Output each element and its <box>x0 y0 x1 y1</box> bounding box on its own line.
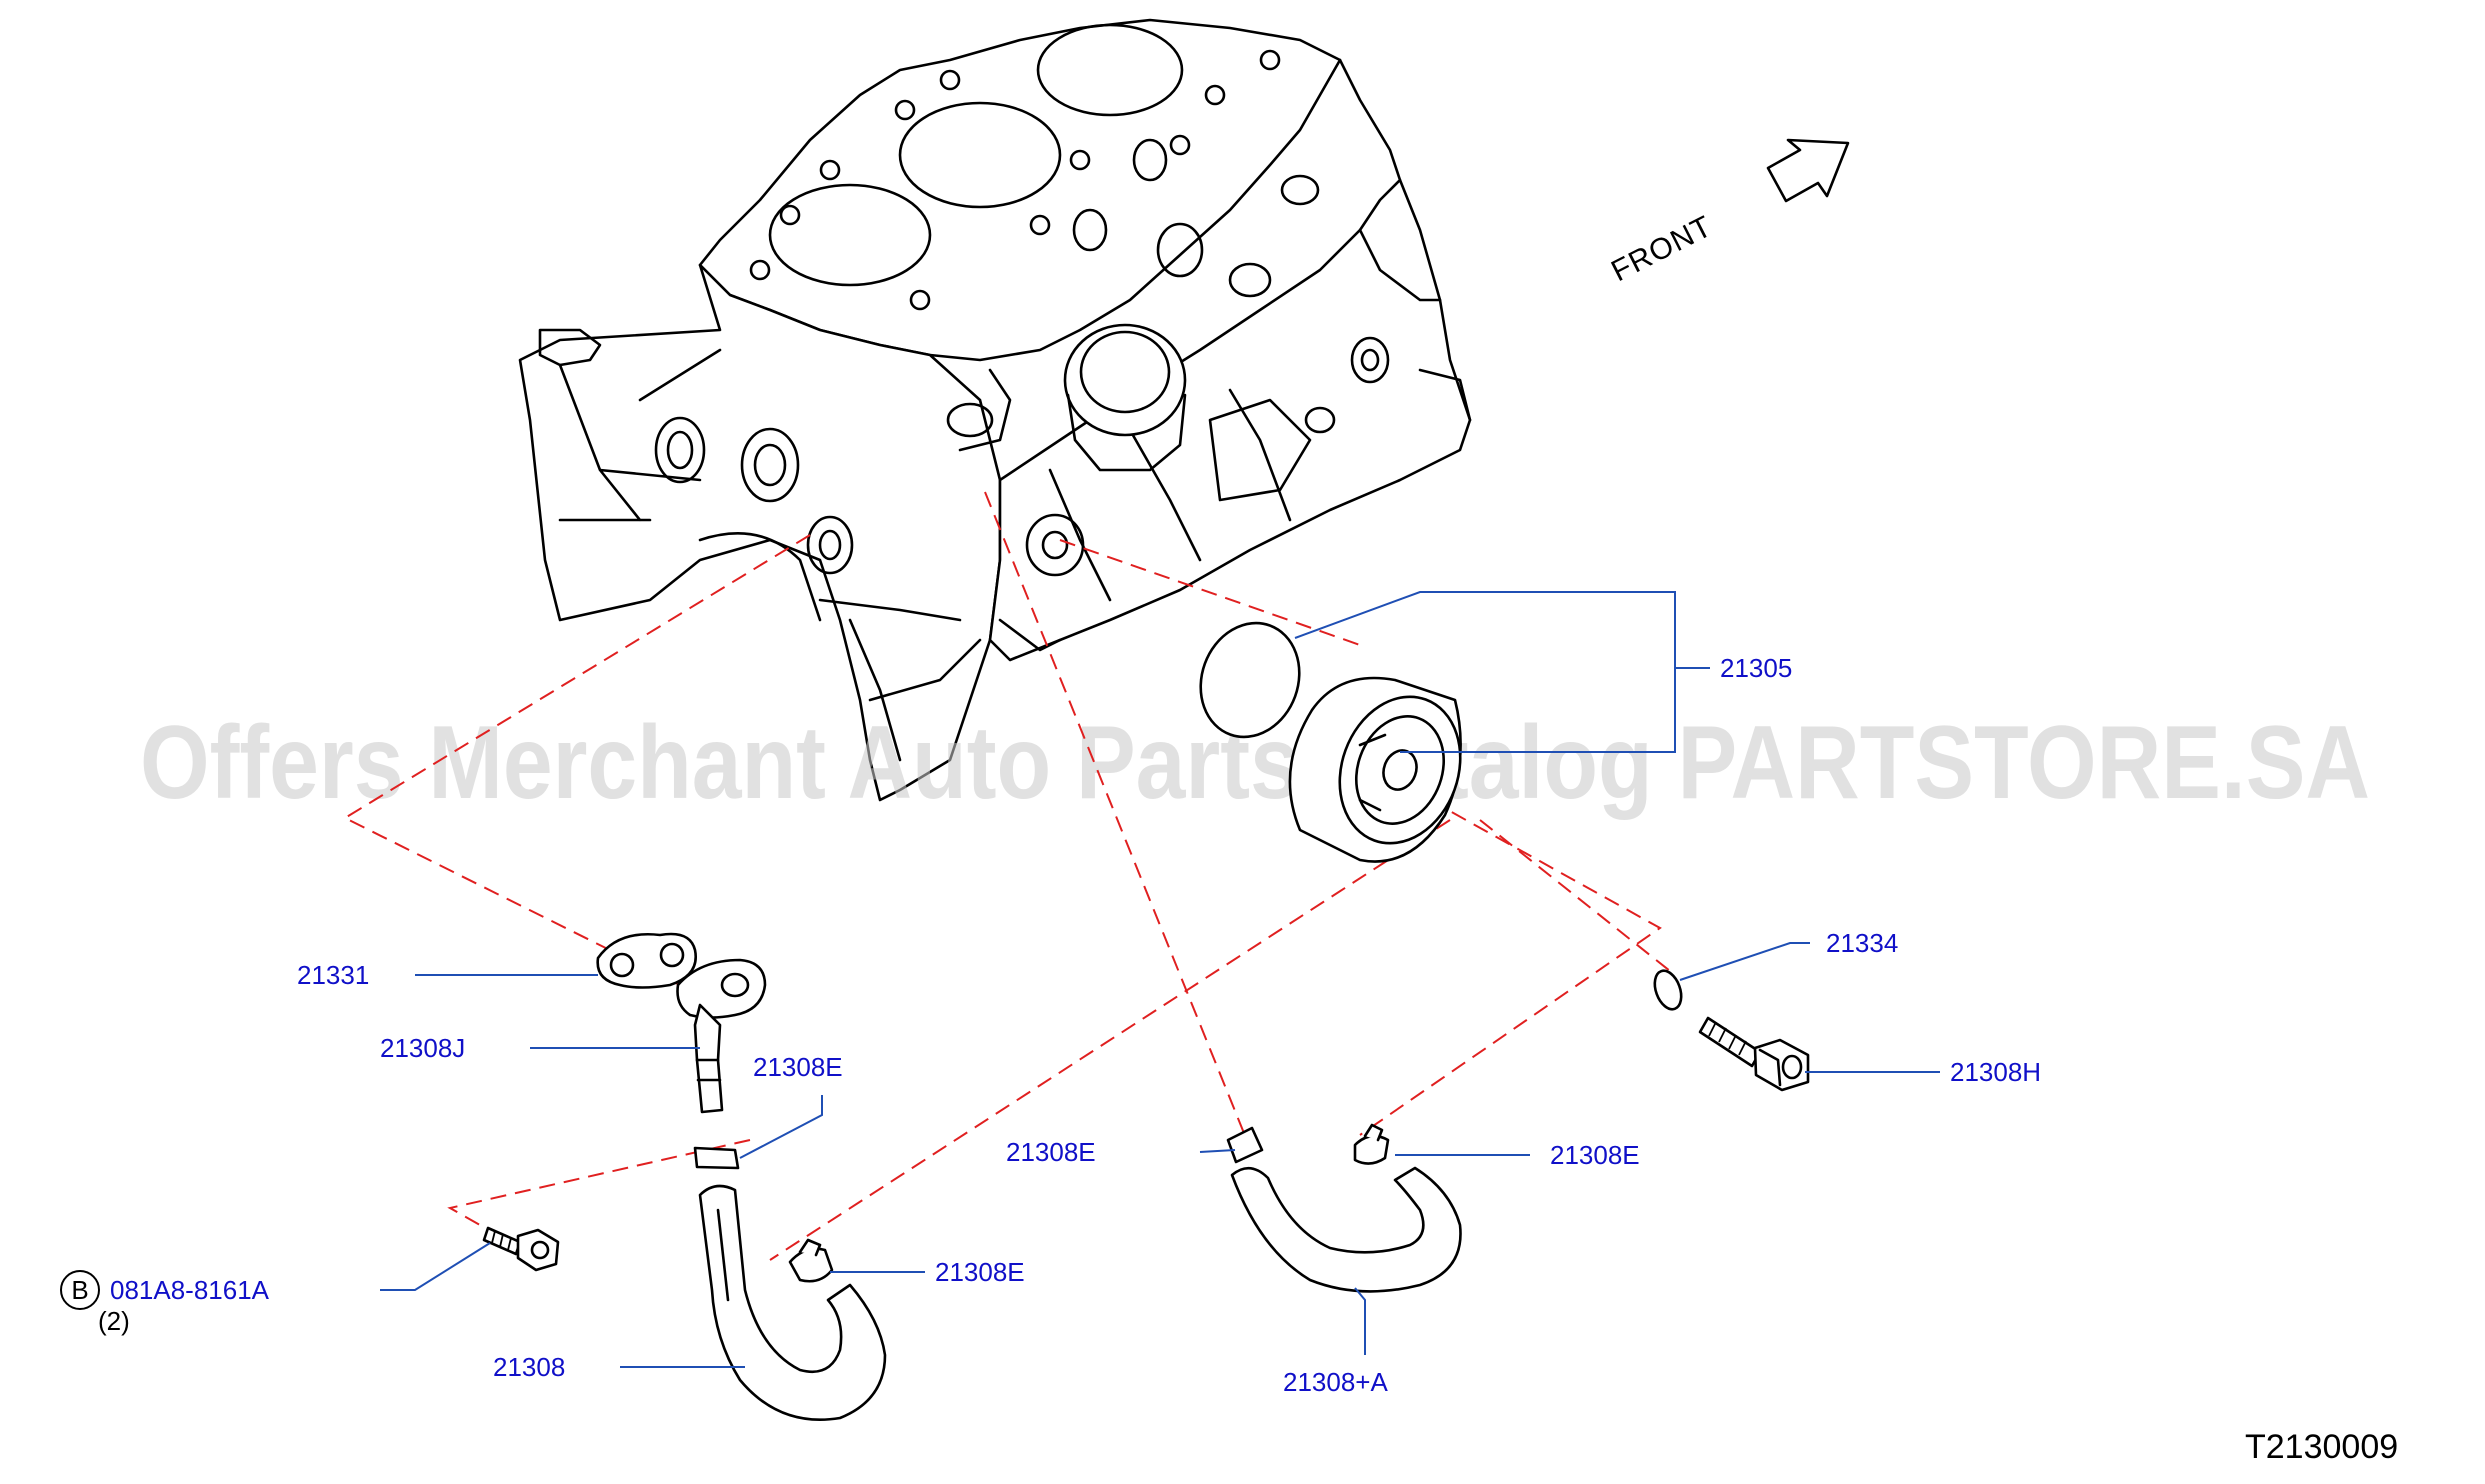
hose-clamp-right <box>1353 1123 1390 1165</box>
callout-081A8-8161A[interactable]: 081A8-8161A <box>110 1275 270 1305</box>
callout-21308E-mid[interactable]: 21308E <box>1006 1137 1096 1167</box>
engine-block <box>518 18 1472 802</box>
callout-21308E-upper[interactable]: 21308E <box>753 1052 843 1082</box>
front-direction-arrow-icon <box>1766 138 1850 203</box>
callout-21308E-lower[interactable]: 21308E <box>935 1257 1025 1287</box>
callout-21308J[interactable]: 21308J <box>380 1033 465 1063</box>
bolt-quantity: (2) <box>98 1306 130 1336</box>
hose-clamp-lower <box>788 1238 834 1283</box>
callout-21308H[interactable]: 21308H <box>1950 1057 2041 1087</box>
callout-21308E-right[interactable]: 21308E <box>1550 1140 1640 1170</box>
bolt-callout[interactable]: B 081A8-8161A (2) <box>60 1270 270 1336</box>
hose-clamp-upper <box>693 1146 740 1170</box>
callout-21308A[interactable]: 21308+A <box>1283 1367 1388 1397</box>
gasket-21331 <box>596 932 697 989</box>
leader-lines <box>380 591 1940 1368</box>
callout-21331[interactable]: 21331 <box>297 960 369 990</box>
bolt-21308H <box>1698 1016 1810 1092</box>
water-hose-21308A <box>1230 1166 1462 1293</box>
hose-clamp-mid <box>1226 1126 1264 1164</box>
oil-cooler <box>1288 676 1462 863</box>
water-pipe-21308J <box>676 958 767 1114</box>
callout-21334[interactable]: 21334 <box>1826 928 1898 958</box>
callout-21308[interactable]: 21308 <box>493 1352 565 1382</box>
diagram-code: T2130009 <box>2245 1428 2398 1466</box>
bolt-081A8-8161A <box>482 1226 560 1272</box>
oil-cooler-o-ring <box>1199 621 1301 739</box>
dashed-guide-lines <box>342 491 1676 1261</box>
water-hose-21308 <box>698 1184 887 1422</box>
callout-21305[interactable]: 21305 <box>1720 653 1792 683</box>
front-label: FRONT <box>1606 210 1718 289</box>
bolt-marker-letter: B <box>71 1275 88 1305</box>
washer-21334 <box>1653 969 1683 1011</box>
bolt-marker-circle <box>60 1270 100 1310</box>
